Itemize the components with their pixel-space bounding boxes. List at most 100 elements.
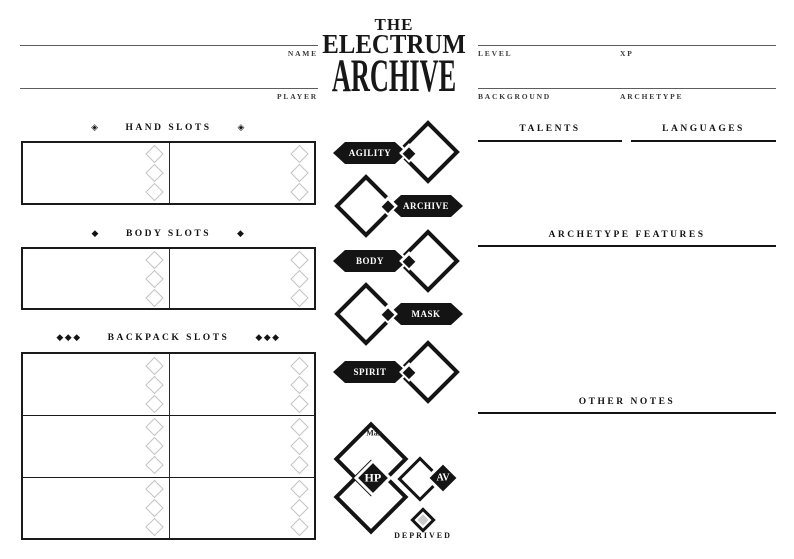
logo-electrum: ELECTRUM <box>322 29 466 59</box>
hand-slots-box <box>21 141 316 205</box>
slot-diamond-checkbox[interactable] <box>290 144 309 164</box>
diamond-outline-icon <box>290 250 309 269</box>
slot-diamond-checkbox[interactable] <box>144 517 164 537</box>
other-notes-write-area[interactable] <box>478 418 776 548</box>
backpack-slot-checkboxes[interactable] <box>144 418 164 475</box>
spirit-label: SPIRIT <box>353 367 387 377</box>
body-slot-checkboxes[interactable] <box>290 250 309 307</box>
talents-write-area[interactable] <box>478 145 622 230</box>
backpack-cell-r1-left[interactable] <box>23 354 169 415</box>
player-input-line[interactable] <box>20 88 318 89</box>
backpack-cell-r1-right[interactable] <box>168 354 315 416</box>
logo-the: THE <box>374 15 414 34</box>
slot-diamond-checkbox[interactable] <box>290 163 309 183</box>
diamond-outline-icon <box>144 498 164 518</box>
slot-diamond-checkbox[interactable] <box>290 479 309 499</box>
slot-diamond-checkbox[interactable] <box>290 356 309 375</box>
talents-rule <box>478 140 622 142</box>
mask-label: MASK <box>411 309 441 319</box>
backpack-slot-checkboxes[interactable] <box>290 356 309 413</box>
player-label: PLAYER <box>277 92 318 101</box>
mask-banner: MASK <box>389 303 463 325</box>
hand-slot-checkboxes[interactable] <box>290 144 309 202</box>
diamond-marker-icon: ◆ <box>91 228 100 239</box>
slot-diamond-checkbox[interactable] <box>144 456 164 475</box>
backpack-cell-r3-left[interactable] <box>23 476 169 538</box>
diamond-marker-icon: ◈ <box>237 122 246 133</box>
hand-slot-checkboxes[interactable] <box>144 144 164 202</box>
slot-diamond-checkbox[interactable] <box>144 356 164 375</box>
hand-slots-header: ◈ HAND SLOTS ◈ <box>21 123 316 133</box>
agility-label: AGILITY <box>348 148 392 158</box>
backpack-slot-checkboxes[interactable] <box>290 418 309 475</box>
slot-diamond-checkbox[interactable] <box>290 288 309 307</box>
diamond-outline-icon <box>290 288 309 307</box>
slot-diamond-checkbox[interactable] <box>290 269 309 288</box>
backpack-slot-checkboxes[interactable] <box>144 479 164 537</box>
diamond-outline-icon <box>290 356 309 375</box>
body-slot-cell-left[interactable] <box>23 249 169 308</box>
slot-diamond-checkbox[interactable] <box>290 456 309 475</box>
slot-diamond-checkbox[interactable] <box>144 182 164 202</box>
slot-diamond-checkbox[interactable] <box>144 144 164 164</box>
languages-write-area[interactable] <box>631 145 776 230</box>
slot-diamond-checkbox[interactable] <box>290 375 309 394</box>
diamond-outline-icon <box>290 456 309 475</box>
slot-diamond-checkbox[interactable] <box>144 250 164 269</box>
slot-diamond-checkbox[interactable] <box>290 517 309 537</box>
name-input-line[interactable] <box>20 45 318 46</box>
archetype-features-rule <box>478 245 776 247</box>
logo-archive: ARCHIVE <box>331 50 457 102</box>
hand-slot-cell-left[interactable] <box>23 143 169 203</box>
slot-diamond-checkbox[interactable] <box>144 479 164 499</box>
slot-diamond-checkbox[interactable] <box>144 437 164 456</box>
backpack-cell-r2-left[interactable] <box>23 415 169 476</box>
slot-diamond-checkbox[interactable] <box>144 375 164 394</box>
diamond-outline-icon <box>144 288 164 307</box>
backpack-cell-r3-right[interactable] <box>168 476 314 538</box>
archetype-label: ARCHETYPE <box>620 92 684 101</box>
diamond-outline-icon <box>290 394 309 413</box>
slot-diamond-checkbox[interactable] <box>290 182 309 202</box>
languages-title: LANGUAGES <box>662 124 745 134</box>
level-xp-input-line[interactable] <box>478 45 776 46</box>
slot-diamond-checkbox[interactable] <box>290 394 309 413</box>
slot-diamond-checkbox[interactable] <box>290 437 309 456</box>
deprived-label: DEPRIVED <box>394 531 452 540</box>
body-slots-title: BODY SLOTS <box>125 229 212 239</box>
hand-slots-title: HAND SLOTS <box>125 123 212 133</box>
backpack-slot-checkboxes[interactable] <box>290 479 309 537</box>
diamond-marker-icon: ◈ <box>91 122 100 133</box>
languages-rule <box>631 140 776 142</box>
slot-diamond-checkbox[interactable] <box>290 250 309 269</box>
hp-label: HP <box>364 470 382 485</box>
slot-diamond-checkbox[interactable] <box>290 418 309 437</box>
backpack-cell-r2-right[interactable] <box>168 415 314 477</box>
slot-diamond-checkbox[interactable] <box>144 498 164 518</box>
archetype-features-write-area[interactable] <box>478 250 776 395</box>
backpack-slot-checkboxes[interactable] <box>144 356 164 413</box>
slot-diamond-checkbox[interactable] <box>290 498 309 518</box>
background-label: BACKGROUND <box>478 92 552 101</box>
slot-diamond-checkbox[interactable] <box>144 394 164 413</box>
body-slot-checkboxes[interactable] <box>144 250 164 307</box>
slot-diamond-checkbox[interactable] <box>144 418 164 437</box>
diamond-outline-icon <box>290 375 309 394</box>
diamond-outline-icon <box>144 375 164 394</box>
body-slot-cell-right[interactable] <box>168 249 315 308</box>
slot-diamond-checkbox[interactable] <box>144 269 164 288</box>
background-archetype-input-line[interactable] <box>478 88 776 89</box>
spirit-banner: SPIRIT <box>333 361 407 383</box>
hand-slot-cell-right[interactable] <box>168 143 315 203</box>
diamond-outline-icon <box>144 418 164 437</box>
archive-banner: ARCHIVE <box>389 195 463 217</box>
diamond-outline-icon <box>144 356 164 375</box>
deprived-checkbox[interactable] <box>410 507 436 533</box>
agility-banner: AGILITY <box>333 142 407 164</box>
archetype-features-title: ARCHETYPE FEATURES <box>548 230 706 240</box>
diamond-outline-icon <box>290 269 309 288</box>
slot-diamond-checkbox[interactable] <box>144 163 164 183</box>
slot-diamond-checkbox[interactable] <box>144 288 164 307</box>
diamond-marker-icon: ◆ <box>237 228 246 239</box>
diamond-outline-icon <box>144 250 164 269</box>
